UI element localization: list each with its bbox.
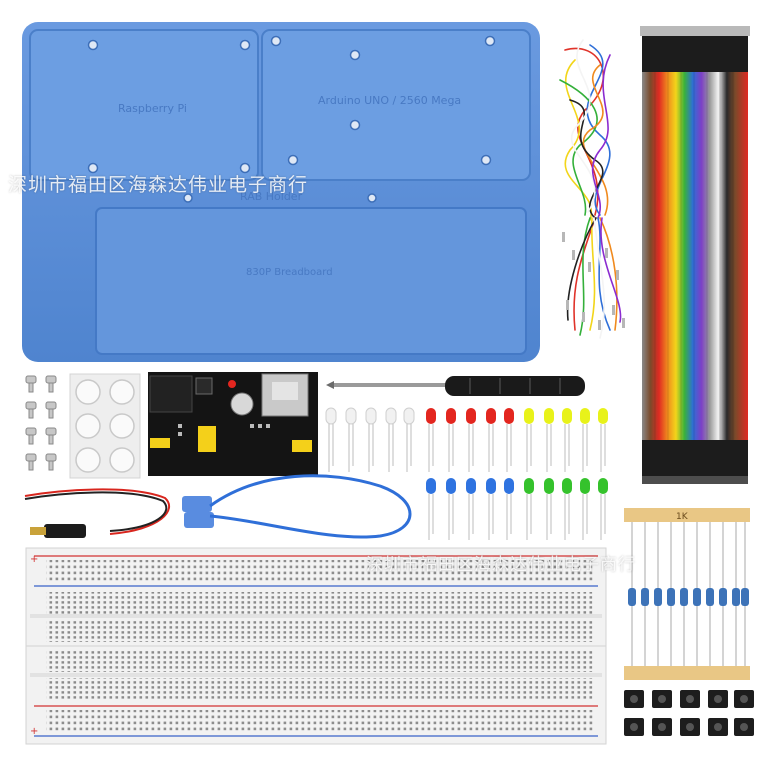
leds-blue (426, 478, 514, 540)
tactile-push-buttons (624, 690, 754, 736)
svg-text:+: + (30, 554, 38, 565)
resistor-strip: 1K (624, 508, 750, 680)
leds-red (426, 408, 514, 472)
holder-label-rpi: Raspberry Pi (118, 102, 187, 115)
resistor-tape-label: 1K (676, 512, 689, 522)
rab-holder-plate: Raspberry Pi Arduino UNO / 2560 Mega RAB… (22, 22, 540, 362)
leds-white (325, 407, 415, 472)
leds-green (524, 478, 608, 540)
svg-text:+: + (30, 726, 38, 737)
breadboard-top: + (25, 547, 607, 647)
usb-cable (182, 474, 412, 539)
power-supply-module (148, 372, 318, 476)
screws (25, 375, 57, 471)
leds-yellow (524, 408, 608, 472)
rubber-feet-pad (69, 373, 141, 479)
breadboard-bottom: + (25, 645, 607, 745)
holder-label-arduino: Arduino UNO / 2560 Mega (318, 94, 461, 107)
jumper-wire-pins (562, 232, 625, 330)
dupont-ribbon-cable (640, 26, 750, 484)
holder-label-title: RAB Holder (240, 190, 303, 203)
holder-label-breadboard: 830P Breadboard (246, 267, 333, 278)
dc-power-cable (24, 488, 171, 538)
screwdriver (326, 376, 585, 396)
jumper-wire-bundle (559, 39, 622, 339)
